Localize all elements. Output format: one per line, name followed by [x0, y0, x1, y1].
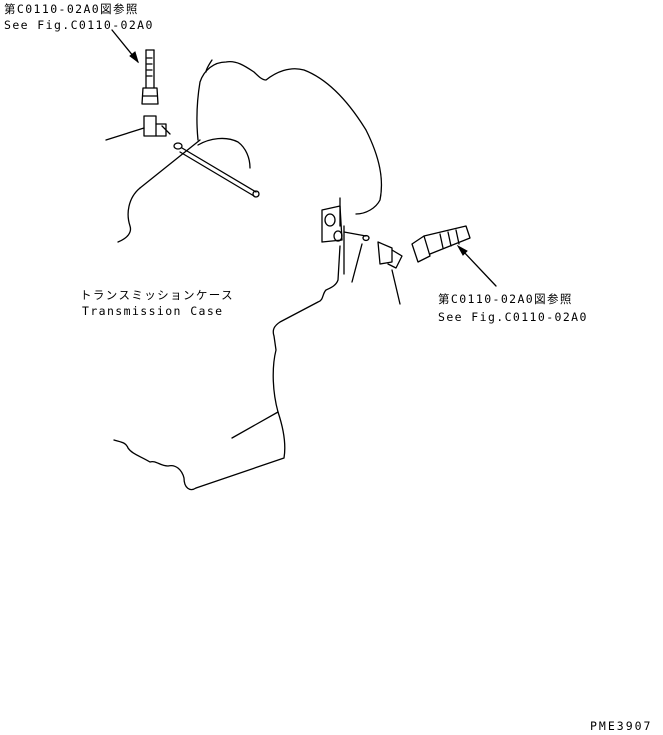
elbow-fitting-right — [377, 241, 403, 305]
hose-right — [411, 225, 471, 263]
case-label-en: Transmission Case — [82, 304, 224, 318]
elbow-fitting-left — [105, 115, 171, 141]
callout-right-jp: 第C0110-02A0図参照 — [438, 292, 573, 306]
leader-arrow-top-left — [111, 29, 139, 64]
port-bracket-right — [321, 205, 370, 283]
bolt-left — [173, 142, 260, 198]
drawing-code: PME3907 — [590, 719, 653, 733]
hose-left — [141, 49, 159, 105]
leader-arrow-right — [456, 244, 497, 287]
callout-top-left-jp: 第C0110-02A0図参照 — [4, 2, 139, 16]
transmission-case-outline — [113, 59, 383, 491]
case-label-jp: トランスミッションケース — [80, 288, 234, 302]
callout-top-left-en: See Fig.C0110-02A0 — [4, 18, 154, 32]
callout-right-en: See Fig.C0110-02A0 — [438, 310, 588, 324]
